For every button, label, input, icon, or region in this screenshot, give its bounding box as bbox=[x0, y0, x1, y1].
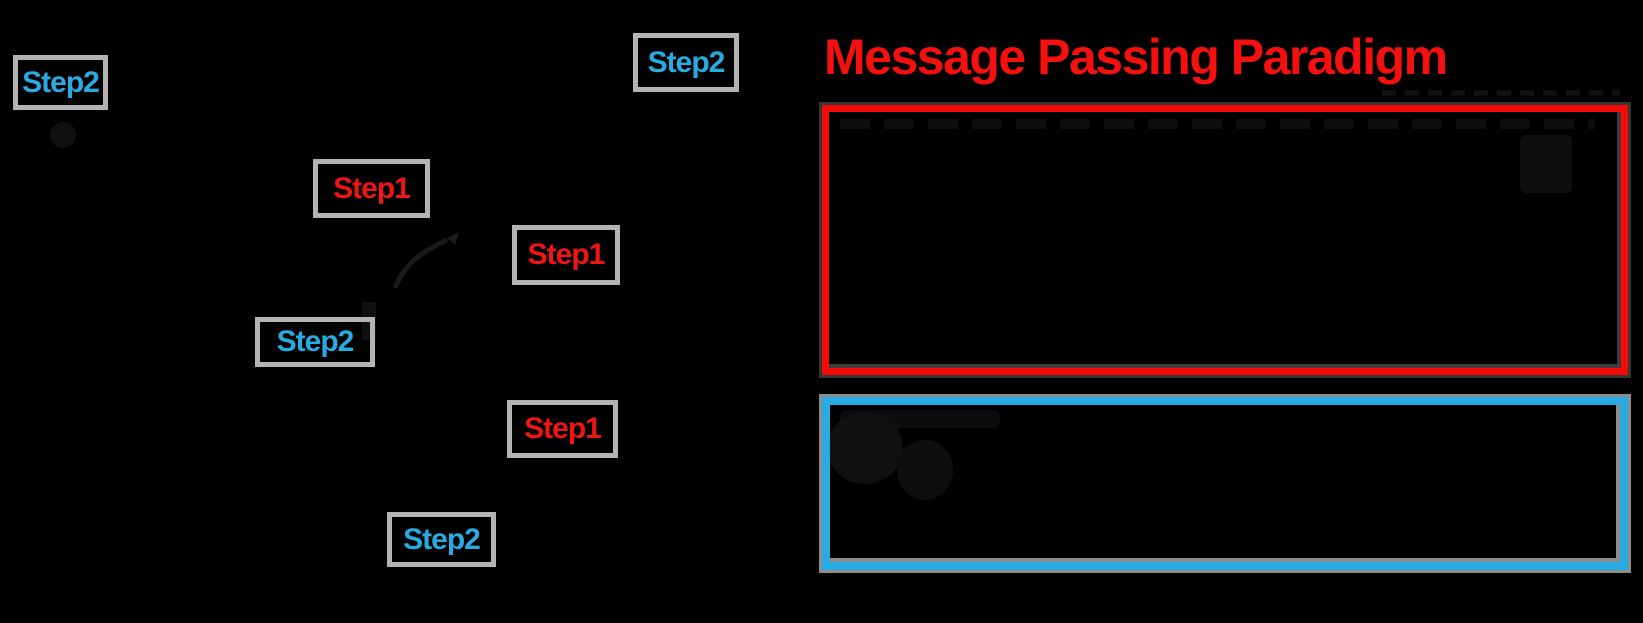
step-label-text: Step2 bbox=[647, 45, 726, 79]
step-label-step2: Step2 bbox=[633, 33, 739, 92]
step-label-step2: Step2 bbox=[387, 512, 496, 567]
step2-equation-box bbox=[822, 397, 1628, 570]
figure-title: Message Passing Paradigm bbox=[824, 29, 1448, 85]
step-label-text: Step2 bbox=[403, 522, 481, 556]
step-label-step1: Step1 bbox=[507, 400, 618, 458]
step-label-text: Step1 bbox=[527, 238, 606, 271]
step-label-text: Step1 bbox=[333, 171, 411, 205]
step-label-text: Step1 bbox=[524, 412, 602, 445]
step-label-step1: Step1 bbox=[313, 159, 430, 218]
step-label-text: Step2 bbox=[22, 65, 100, 99]
step-label-step2: Step2 bbox=[13, 55, 108, 110]
step-label-text: Step2 bbox=[276, 325, 355, 358]
step1-equation-box bbox=[822, 105, 1628, 375]
step-label-step2: Step2 bbox=[255, 317, 375, 367]
step-label-step1: Step1 bbox=[512, 225, 620, 285]
